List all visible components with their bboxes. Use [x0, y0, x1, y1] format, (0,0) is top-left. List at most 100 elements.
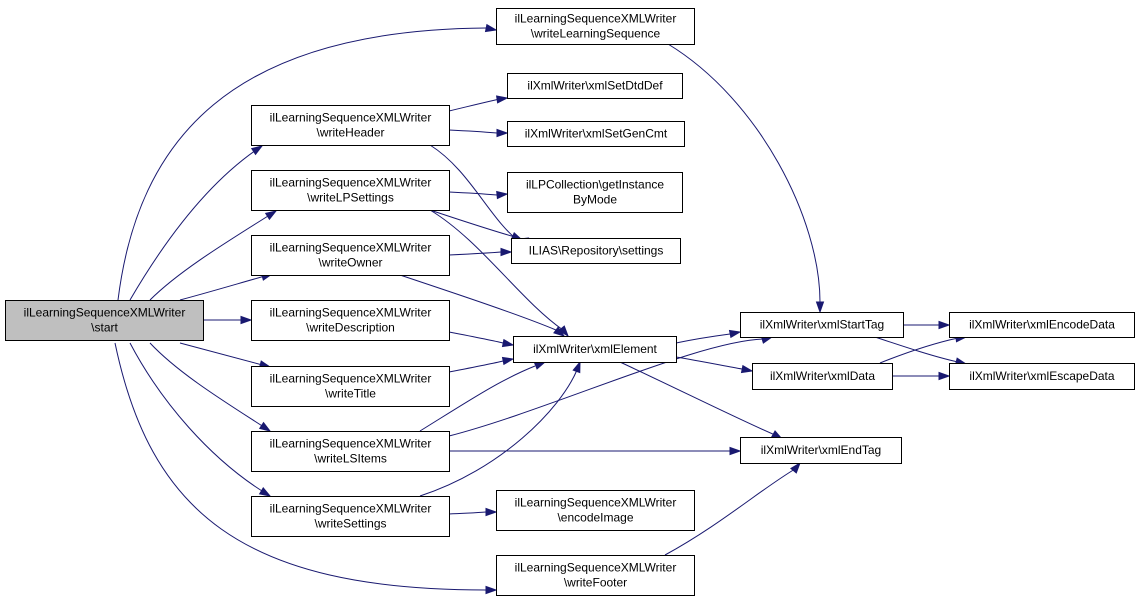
edge-arrowhead [484, 23, 498, 33]
node-xmlSetDtdDef[interactable]: ilXmlWriter\xmlSetDtdDef [507, 73, 683, 99]
node-encodeImage[interactable]: ilLearningSequenceXMLWriter\encodeImage [496, 490, 695, 531]
edge-arrowhead [728, 329, 742, 339]
edge-line [448, 129, 498, 134]
edge-line [448, 360, 504, 373]
node-xmlEndTag[interactable]: ilXmlWriter\xmlEndTag [740, 437, 902, 464]
node-writeTitle[interactable]: ilLearningSequenceXMLWriter\writeTitle [251, 366, 450, 407]
edge-writeDescription-to-xmlElement [448, 331, 515, 348]
edge-writeTitle-to-xmlElement [448, 356, 515, 373]
node-box [496, 490, 695, 531]
node-label: ilXmlWriter\xmlEscapeData [969, 369, 1114, 383]
edge-xmlData-to-xmlEscapeData [892, 371, 951, 381]
edge-line [117, 27, 487, 301]
node-xmlData[interactable]: ilXmlWriter\xmlData [752, 363, 893, 390]
node-label: ilLearningSequenceXMLWriter [515, 561, 677, 575]
edge-line [448, 191, 498, 196]
node-box [251, 235, 450, 276]
node-xmlEncodeData[interactable]: ilXmlWriter\xmlEncodeData [949, 312, 1135, 338]
edge-line [664, 468, 796, 556]
edge-arrowhead [790, 461, 801, 474]
node-label: ilLearningSequenceXMLWriter [270, 437, 432, 451]
edge-line [448, 98, 501, 112]
edge-line [429, 209, 516, 238]
node-label: \writeHeader [316, 126, 384, 140]
node-xmlStartTag[interactable]: ilXmlWriter\xmlStartTag [740, 312, 904, 338]
node-label: ilLearningSequenceXMLWriter [270, 176, 432, 190]
nodes-layer: ilLearningSequenceXMLWriter \start ilLearn… [5, 8, 1135, 596]
edge-writeLPSettings-to-getInstanceByMode [448, 190, 509, 200]
node-box [752, 363, 893, 390]
node-label: ilLearningSequenceXMLWriter [270, 111, 432, 125]
node-box [251, 170, 450, 211]
node-box [511, 238, 681, 264]
edge-line [448, 331, 504, 344]
node-writeOwner[interactable]: ilLearningSequenceXMLWriter\writeOwner [251, 235, 450, 276]
edge-line [179, 342, 271, 368]
edge-writeOwner-to-settings [448, 247, 513, 257]
node-box [251, 431, 450, 472]
node-writeSettings[interactable]: ilLearningSequenceXMLWriter\writeSetting… [251, 496, 450, 537]
edge-line [448, 338, 766, 437]
node-label: ILIAS\Repository\settings [529, 244, 664, 258]
edge-arrowhead [740, 364, 754, 374]
node-xmlElement[interactable]: ilXmlWriter\xmlElement [513, 336, 677, 363]
node-label: \writeFooter [564, 576, 627, 590]
edge-arrowhead [264, 210, 278, 221]
edge-line [129, 342, 271, 497]
node-writeLSItems[interactable]: ilLearningSequenceXMLWriter\writeLSItems [251, 431, 450, 472]
edge-arrowhead [938, 320, 951, 330]
node-writeHeader[interactable]: ilLearningSequenceXMLWriter\writeHeader [251, 105, 450, 146]
edge-line [429, 209, 564, 331]
node-box [507, 172, 683, 213]
node-settings[interactable]: ILIAS\Repository\settings [511, 238, 681, 264]
edge-arrowhead [501, 338, 515, 348]
edge-arrowhead [501, 356, 515, 366]
edge-line [879, 337, 959, 364]
edge-line [149, 342, 271, 432]
node-xmlSetGenCmt[interactable]: ilXmlWriter\xmlSetGenCmt [507, 121, 685, 147]
node-label: ilLPCollection\getInstance [526, 178, 664, 192]
node-box [251, 496, 450, 537]
edge-line [619, 361, 776, 436]
edge-start-to-writeLSItems [149, 342, 272, 432]
edge-start-to-writeTitle [179, 342, 272, 369]
edge-xmlElement-to-xmlData [675, 356, 754, 374]
edge-arrowhead [258, 421, 272, 432]
node-label: \writeLearningSequence [531, 27, 661, 41]
node-label: \writeSettings [314, 517, 386, 531]
edge-xmlStartTag-to-xmlEncodeData [902, 320, 951, 330]
node-label: ilXmlWriter\xmlElement [533, 342, 657, 356]
edge-arrowhead [240, 315, 253, 325]
edge-writeSettings-to-encodeImage [448, 507, 498, 517]
edge-start-to-writeLPSettings [149, 210, 278, 301]
edge-writeSettings-to-xmlElement [419, 360, 581, 497]
node-writeFooter[interactable]: ilLearningSequenceXMLWriter\writeFooter [496, 555, 695, 596]
edge-line [675, 333, 731, 344]
edge-line [675, 356, 743, 370]
edge-line [448, 251, 502, 256]
node-label: ilXmlWriter\xmlSetDtdDef [527, 79, 663, 93]
edge-start-to-writeOwner [179, 272, 274, 301]
node-label: ByMode [573, 193, 617, 207]
node-label: \start [91, 321, 118, 335]
edge-writeOwner-to-xmlElement [399, 274, 566, 337]
node-writeDescription[interactable]: ilLearningSequenceXMLWriter\writeDescrip… [251, 300, 450, 341]
edge-start-to-writeDescription [202, 315, 253, 325]
node-box [496, 555, 695, 596]
edge-start-to-writeLearningSequence [117, 23, 498, 301]
node-box [513, 336, 677, 363]
edge-line [448, 511, 487, 515]
edge-line [179, 273, 273, 301]
node-writeLearningSequence[interactable]: ilLearningSequenceXMLWriter\writeLearnin… [496, 8, 695, 45]
node-writeLPSettings[interactable]: ilLearningSequenceXMLWriter\writeLPSetti… [251, 170, 450, 211]
edge-line [149, 210, 277, 301]
node-label: ilLearningSequenceXMLWriter [515, 496, 677, 510]
node-box [496, 8, 695, 45]
node-label: \writeLPSettings [307, 191, 394, 205]
edge-line [667, 43, 821, 303]
node-xmlEscapeData[interactable]: ilXmlWriter\xmlEscapeData [949, 363, 1135, 390]
edge-line [429, 144, 521, 243]
edge-line [874, 336, 959, 363]
